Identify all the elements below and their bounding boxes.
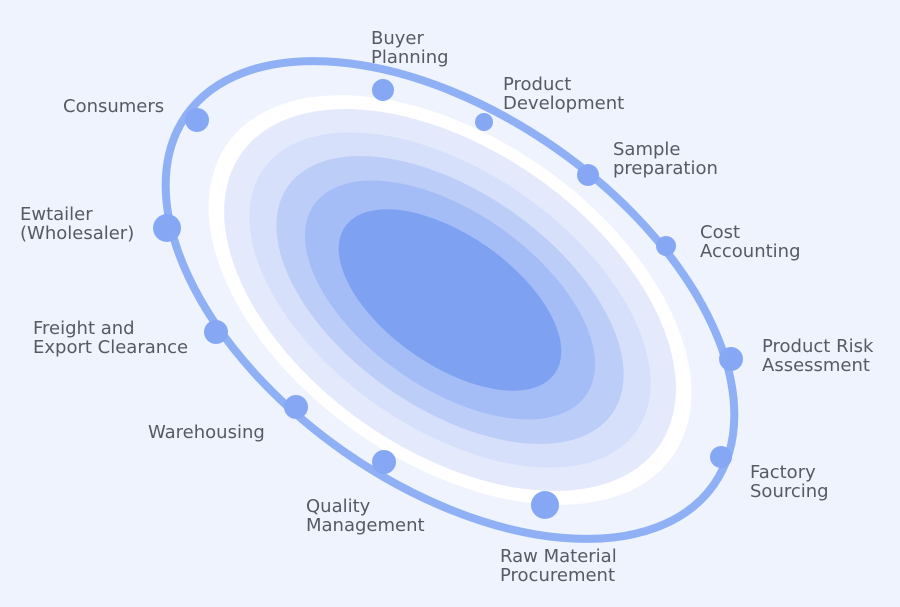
label-line: Consumers — [63, 96, 164, 117]
label-line: Management — [306, 515, 425, 536]
core-layer — [338, 209, 562, 391]
label-line: (Wholesaler) — [20, 223, 134, 244]
node-sample-preparation — [577, 164, 599, 186]
label-line: Quality — [306, 496, 371, 517]
center-gradient-core — [208, 95, 692, 505]
node-product-risk-assessment — [719, 347, 743, 371]
label-line: Planning — [371, 47, 449, 68]
node-freight-export-clearance — [204, 320, 228, 344]
node-factory-sourcing — [710, 446, 732, 468]
label-consumers: Consumers — [63, 96, 164, 117]
label-line: Sample — [613, 139, 681, 160]
node-cost-accounting — [656, 236, 676, 256]
label-line: Ewtailer — [20, 204, 93, 225]
label-line: Product — [503, 74, 571, 95]
label-line: Cost — [700, 222, 740, 243]
cycle-nodes — [153, 79, 743, 519]
node-ewtailer-wholesaler — [153, 214, 181, 242]
node-raw-material-procurement — [531, 491, 559, 519]
node-buyer-planning — [372, 79, 394, 101]
label-line: preparation — [613, 158, 718, 179]
label-line: Development — [503, 93, 624, 114]
label-ewtailer-wholesaler: Ewtailer(Wholesaler) — [20, 204, 134, 244]
label-line: Raw Material — [500, 546, 617, 567]
label-line: Accounting — [700, 241, 801, 262]
label-warehousing: Warehousing — [148, 422, 265, 443]
label-line: Factory — [750, 462, 816, 483]
label-line: Export Clearance — [33, 337, 188, 358]
label-line: Warehousing — [148, 422, 265, 443]
label-line: Buyer — [371, 28, 424, 49]
label-line: Assessment — [762, 355, 870, 376]
label-line: Product Risk — [762, 336, 874, 357]
node-warehousing — [284, 395, 308, 419]
node-product-development — [475, 113, 493, 131]
label-line: Procurement — [500, 565, 615, 586]
node-quality-management — [372, 450, 396, 474]
label-line: Sourcing — [750, 481, 829, 502]
label-line: Freight and — [33, 318, 135, 339]
node-consumers — [185, 108, 209, 132]
